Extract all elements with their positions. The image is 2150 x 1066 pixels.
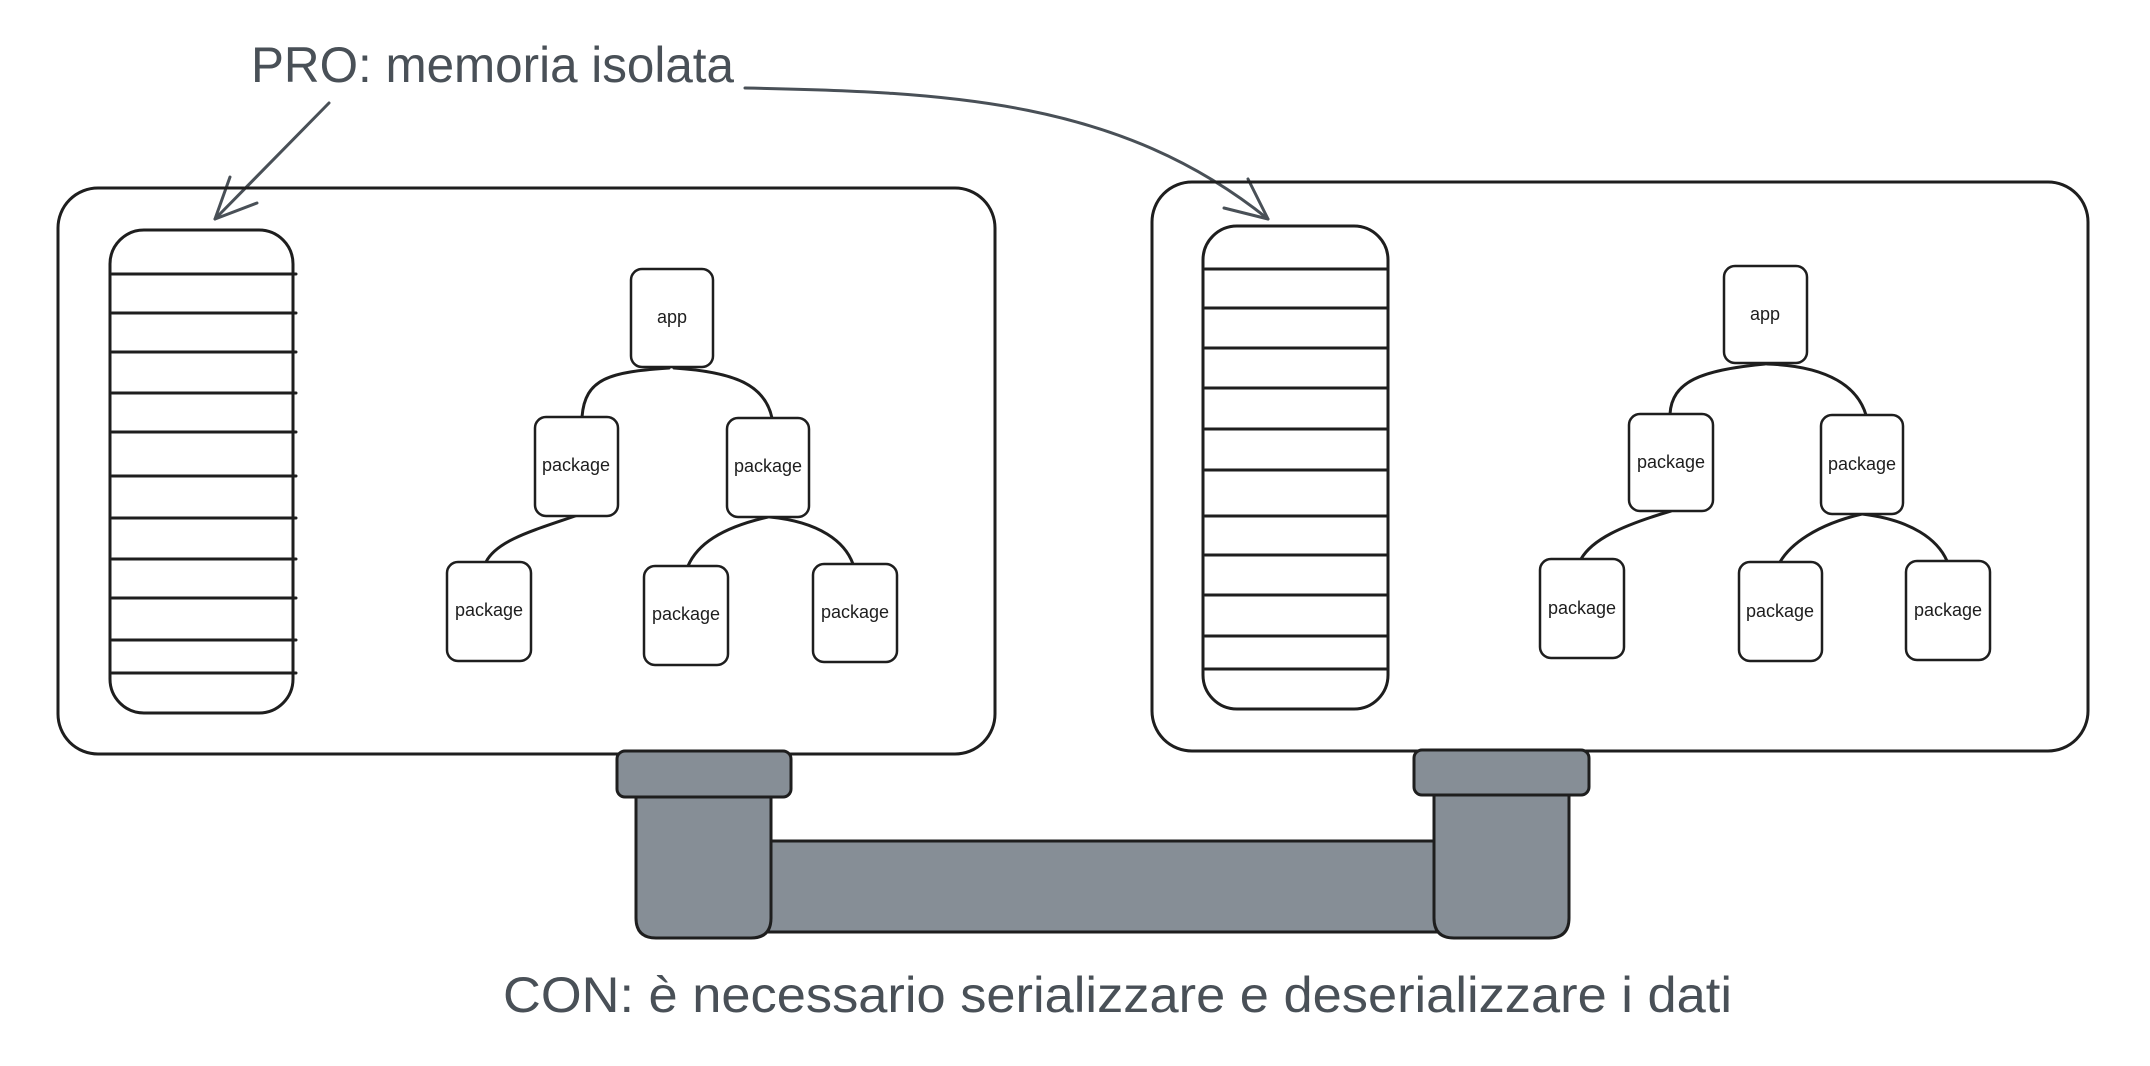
node-label: package [455,600,523,620]
tree-node-package: package [533,415,620,518]
tree-node-app: app [1722,264,1809,365]
tree-node-package: package [1737,560,1824,663]
connector-bar [758,839,1452,934]
dependency-tree: app package package package package pack… [445,267,899,667]
pro-arrow-left [213,101,331,221]
memory-block [108,228,298,715]
node-box [725,416,811,519]
pro-label: PRO: memoria isolata [251,37,734,93]
node-label: package [542,455,610,475]
node-box [811,562,899,664]
node-box [1737,560,1824,663]
tree-node-package: package [725,416,811,519]
node-box [1722,264,1809,365]
connector-cap-left [615,749,793,799]
arrow-shaft [743,86,1270,221]
arrow-shaft [213,101,331,221]
node-box [533,415,620,518]
tree-edge [1579,509,1673,561]
node-box [1819,413,1905,516]
tree-node-package: package [1627,412,1715,513]
node-label: package [821,602,889,622]
process-left: app package package package package pack… [56,186,997,756]
ipc-connector [615,748,1591,940]
node-box [629,267,715,369]
node-box [1904,559,1992,662]
process-box [1150,180,2090,753]
node-box [1538,557,1626,660]
node-label: package [1637,452,1705,472]
tree-node-package: package [642,564,730,667]
tree-edge [1860,512,1949,563]
arrowhead [213,175,259,221]
tree-edge [672,366,774,420]
node-label: package [1746,601,1814,621]
dependency-tree: app package package package package pack… [1538,264,1992,663]
memory-block [1201,224,1390,711]
memory-column [1201,224,1390,711]
pro-annotation: PRO: memoria isolata [213,37,1270,221]
process-box [56,186,997,756]
memory-column [108,228,295,715]
node-label: app [657,307,687,327]
node-label: package [1828,454,1896,474]
tree-node-package: package [1904,559,1992,662]
node-box [642,564,730,667]
tree-node-package: package [1538,557,1626,660]
tree-node-app: app [629,267,715,369]
tree-edge [1778,512,1864,564]
connector-cap-right [1412,748,1591,797]
node-box [1627,412,1715,513]
connector-pillar-left [634,794,773,940]
connector-pillar-right [1432,793,1571,940]
node-label: app [1750,304,1780,324]
node-label: package [652,604,720,624]
tree-edge [1668,362,1767,416]
tree-edge [580,366,671,419]
tree-node-package: package [1819,413,1905,516]
node-label: package [734,456,802,476]
tree-edge [768,515,855,566]
tree-node-package: package [445,560,533,663]
process-right: app package package package package pack… [1150,180,2090,753]
tree-node-package: package [811,562,899,664]
tree-edge [484,513,580,564]
node-label: package [1548,598,1616,618]
arrowhead [1222,177,1270,221]
node-box [445,560,533,663]
con-label: CON: è necessario serializzare e deseria… [503,967,1732,1023]
node-label: package [1914,600,1982,620]
tree-edge [686,515,770,568]
tree-edge [1765,362,1868,417]
pro-arrow-right [743,86,1270,221]
